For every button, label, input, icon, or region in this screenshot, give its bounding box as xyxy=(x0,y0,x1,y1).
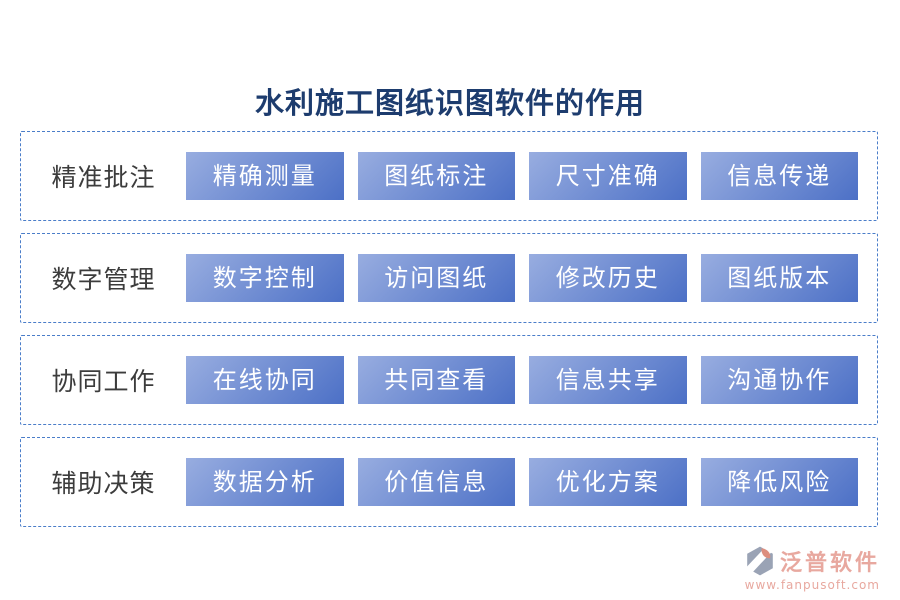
feature-button[interactable]: 精确测量 xyxy=(186,152,344,200)
feature-buttons-group: 精确测量 图纸标注 尺寸准确 信息传递 xyxy=(186,152,858,200)
feature-button[interactable]: 在线协同 xyxy=(186,356,344,404)
page-title: 水利施工图纸识图软件的作用 xyxy=(254,86,645,120)
feature-button[interactable]: 信息传递 xyxy=(700,152,858,200)
feature-button[interactable]: 共同查看 xyxy=(357,356,515,404)
category-row: 辅助决策 数据分析 价值信息 优化方案 降低风险 xyxy=(20,437,878,527)
brand-row: 泛普软件 xyxy=(743,543,880,577)
category-label: 协同工作 xyxy=(51,367,156,396)
brand-footer: 泛普软件 www.fanpusoft.com xyxy=(743,543,880,592)
category-label: 精准批注 xyxy=(51,163,156,192)
feature-buttons-group: 数字控制 访问图纸 修改历史 图纸版本 xyxy=(186,254,858,302)
brand-url-link[interactable]: www.fanpusoft.com xyxy=(744,578,880,592)
feature-button[interactable]: 数字控制 xyxy=(186,254,344,302)
feature-button[interactable]: 访问图纸 xyxy=(357,254,515,302)
category-row: 协同工作 在线协同 共同查看 信息共享 沟通协作 xyxy=(20,335,878,425)
category-row: 数字管理 数字控制 访问图纸 修改历史 图纸版本 xyxy=(20,233,878,323)
feature-button[interactable]: 降低风险 xyxy=(700,458,858,506)
fanpu-logo-icon xyxy=(743,543,776,577)
feature-button[interactable]: 尺寸准确 xyxy=(529,152,687,200)
feature-button[interactable]: 图纸标注 xyxy=(357,152,515,200)
category-label: 数字管理 xyxy=(51,265,156,294)
feature-button[interactable]: 价值信息 xyxy=(357,458,515,506)
feature-button[interactable]: 数据分析 xyxy=(186,458,344,506)
category-rows-container: 精准批注 精确测量 图纸标注 尺寸准确 信息传递 数字管理 数字控制 访问图纸 … xyxy=(20,131,878,527)
feature-button[interactable]: 信息共享 xyxy=(529,356,687,404)
feature-button[interactable]: 修改历史 xyxy=(529,254,687,302)
brand-name: 泛普软件 xyxy=(779,550,880,576)
category-row: 精准批注 精确测量 图纸标注 尺寸准确 信息传递 xyxy=(20,131,878,221)
feature-button[interactable]: 优化方案 xyxy=(529,458,687,506)
feature-buttons-group: 数据分析 价值信息 优化方案 降低风险 xyxy=(186,458,858,506)
category-label: 辅助决策 xyxy=(51,469,156,498)
feature-buttons-group: 在线协同 共同查看 信息共享 沟通协作 xyxy=(186,356,858,404)
feature-button[interactable]: 沟通协作 xyxy=(700,356,858,404)
feature-button[interactable]: 图纸版本 xyxy=(700,254,858,302)
